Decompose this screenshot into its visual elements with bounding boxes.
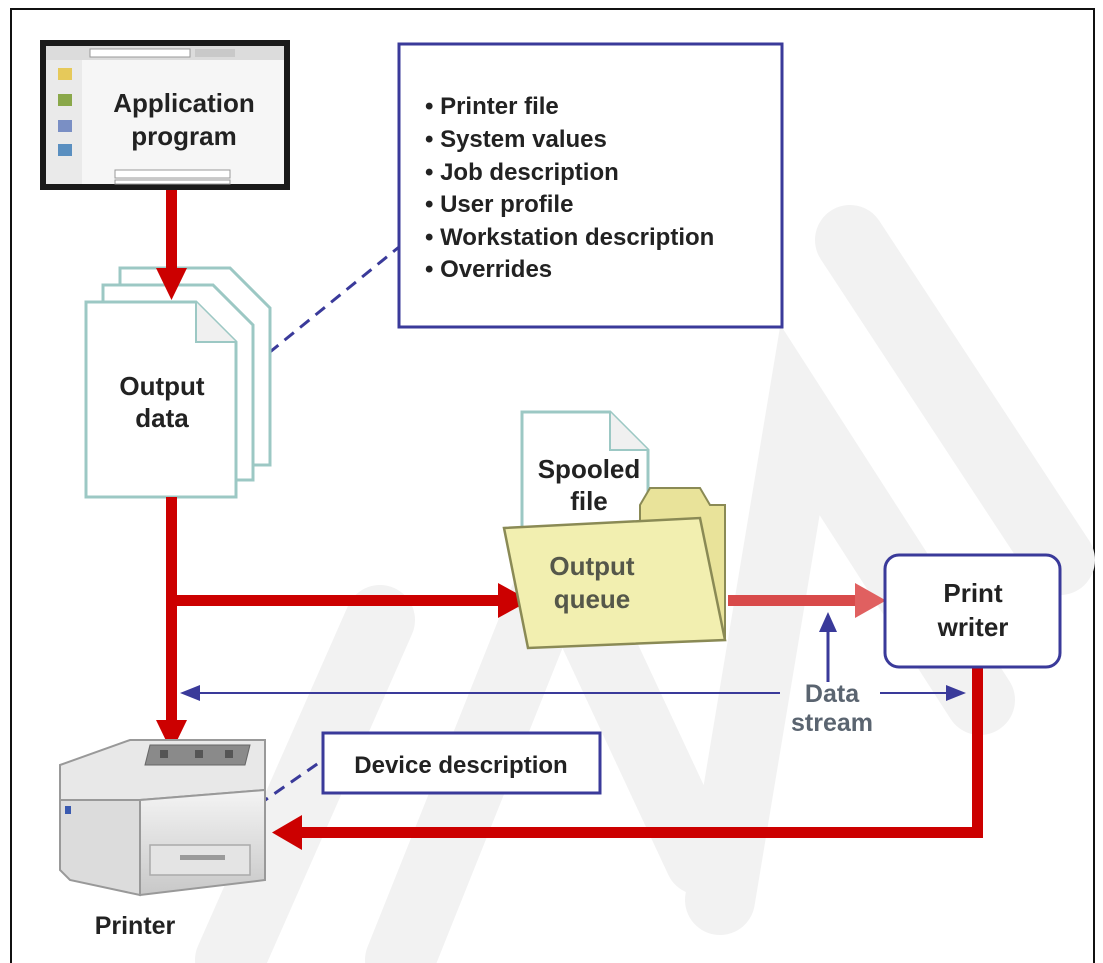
output-queue-folder: Output queue xyxy=(502,487,727,650)
data-stream-label-line2: stream xyxy=(791,709,873,737)
print-writer-label-line1: Print xyxy=(943,578,1003,608)
flow-arrows xyxy=(156,190,983,850)
data-stream-arrows xyxy=(180,612,966,701)
attribute-item: • Printer file xyxy=(425,93,559,120)
output-data-label-line2: data xyxy=(135,403,189,433)
print-writer-label-line2: writer xyxy=(937,612,1009,642)
attribute-item: • User profile xyxy=(425,191,573,218)
attributes-box: • Printer file • System values • Job des… xyxy=(397,42,784,329)
printer-icon xyxy=(59,739,266,897)
attribute-item: • Workstation description xyxy=(425,224,714,251)
diagram-frame xyxy=(10,8,1095,963)
output-queue-label-line2: queue xyxy=(554,584,631,614)
application-program-label-line1: Application xyxy=(113,88,255,118)
data-stream-label-line1: Data xyxy=(805,680,860,708)
print-writer-box: Print writer xyxy=(883,553,1062,669)
output-data-label-line1: Output xyxy=(119,371,205,401)
attributes-connector-line xyxy=(237,245,400,380)
device-description-label: Device description xyxy=(354,752,567,779)
spooled-file-document: Spooled file xyxy=(520,410,650,542)
output-queue-label-line1: Output xyxy=(549,551,635,581)
device-description-box: Device description xyxy=(321,731,602,795)
spooled-file-label-line2: file xyxy=(570,486,608,516)
attribute-item: • Overrides xyxy=(425,256,552,283)
device-description-connector-line xyxy=(257,758,324,807)
application-program-label-line2: program xyxy=(131,121,236,151)
attribute-item: • Job description xyxy=(425,159,619,186)
printer-label: Printer xyxy=(95,912,176,940)
application-program-window: Application program xyxy=(40,40,290,190)
spooled-file-label-line1: Spooled xyxy=(538,454,641,484)
output-data-documents: Output data xyxy=(84,266,272,499)
attribute-item: • System values xyxy=(425,126,607,153)
